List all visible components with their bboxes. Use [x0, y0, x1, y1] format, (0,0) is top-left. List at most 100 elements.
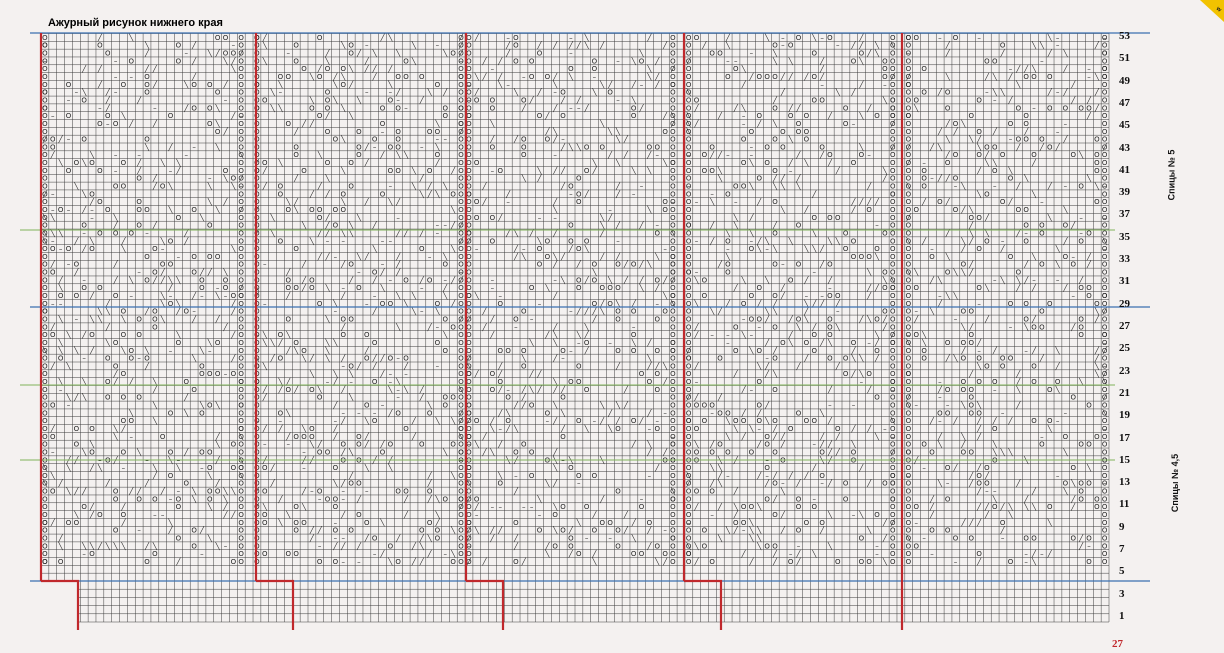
- stitch-symbol: O: [662, 198, 668, 206]
- stitch-symbol: –: [710, 409, 714, 417]
- stitch-symbol: ╲: [1039, 41, 1045, 50]
- stitch-symbol: O: [639, 503, 645, 511]
- stitch-symbol: ╱: [285, 432, 291, 441]
- stitch-symbol: O: [309, 433, 315, 441]
- stitch-symbol: ╲: [960, 401, 966, 410]
- stitch-symbol: O: [976, 128, 982, 136]
- stitch-symbol: O: [490, 386, 496, 394]
- stitch-symbol: O: [906, 495, 912, 503]
- stitch-symbol: ╱: [984, 471, 990, 480]
- stitch-symbol: ╲: [1031, 41, 1037, 50]
- stitch-symbol: –: [302, 448, 306, 456]
- stitch-symbol: ╱: [340, 479, 346, 488]
- stitch-symbol: ╲: [882, 275, 888, 284]
- stitch-symbol: O: [906, 190, 912, 198]
- stitch-symbol: ╱: [497, 440, 503, 449]
- stitch-symbol: –: [710, 190, 714, 198]
- stitch-symbol: –: [1040, 433, 1044, 441]
- stitch-symbol: –: [569, 34, 573, 42]
- stitch-symbol: O: [42, 136, 48, 144]
- stitch-symbol: O: [238, 464, 244, 472]
- stitch-symbol: ╲: [73, 346, 79, 355]
- stitch-symbol: ╱: [599, 416, 605, 425]
- stitch-symbol: O: [42, 362, 48, 370]
- stitch-symbol: ╲: [1031, 502, 1037, 511]
- stitch-symbol: ╲: [960, 182, 966, 191]
- stitch-symbol: –: [726, 339, 730, 347]
- stitch-symbol: ╱: [481, 322, 487, 331]
- stitch-symbol: ╱: [1015, 283, 1021, 292]
- stitch-symbol: –: [726, 57, 730, 65]
- stitch-symbol: ╲: [921, 330, 927, 339]
- stitch-symbol: ╲: [340, 197, 346, 206]
- stitch-symbol: ╱: [976, 557, 982, 566]
- stitch-symbol: O: [144, 81, 150, 89]
- stitch-symbol: O: [521, 96, 527, 104]
- stitch-symbol: ╱: [50, 424, 56, 433]
- stitch-symbol: O: [968, 331, 974, 339]
- stitch-symbol: ╱: [513, 244, 519, 253]
- stitch-symbol: O: [1094, 151, 1100, 159]
- stitch-symbol: O: [50, 488, 56, 496]
- stitch-symbol: ╱: [497, 526, 503, 535]
- stitch-symbol: O: [796, 120, 802, 128]
- stitch-symbol: ╲: [992, 88, 998, 97]
- stitch-symbol: ╲: [215, 142, 221, 151]
- stitch-symbol: ╲: [222, 494, 228, 503]
- stitch-symbol: ╲: [607, 127, 613, 136]
- stitch-symbol: ╲: [81, 541, 87, 550]
- stitch-symbol: –: [90, 214, 94, 222]
- stitch-symbol: O: [458, 347, 464, 355]
- stitch-symbol: O: [348, 315, 354, 323]
- stitch-symbol: O: [191, 253, 197, 261]
- stitch-symbol: O: [42, 511, 48, 519]
- stitch-symbol: ╲: [105, 541, 111, 550]
- stitch-symbol: O: [325, 96, 331, 104]
- stitch-symbol: ╱: [780, 510, 786, 519]
- stitch-symbol: O: [42, 409, 48, 417]
- stitch-symbol: O: [639, 370, 645, 378]
- stitch-symbol: ╲: [521, 354, 527, 363]
- stitch-symbol: O: [231, 292, 237, 300]
- stitch-symbol: –: [742, 315, 746, 323]
- stitch-symbol: ╱: [175, 557, 181, 566]
- stitch-symbol: ╲: [544, 549, 550, 558]
- stitch-symbol: ╲: [952, 268, 958, 277]
- stitch-symbol: O: [670, 183, 676, 191]
- stitch-symbol: O: [654, 425, 660, 433]
- stitch-symbol: ╱: [1000, 49, 1006, 58]
- stitch-symbol: ╲: [646, 260, 652, 269]
- stitch-symbol: ╲: [324, 346, 330, 355]
- stitch-symbol: O: [772, 511, 778, 519]
- stitch-symbol: O: [906, 50, 912, 58]
- stitch-symbol: O: [906, 527, 912, 535]
- stitch-symbol: ╱: [576, 260, 582, 269]
- stitch-symbol: O: [286, 284, 292, 292]
- stitch-symbol: O: [686, 261, 692, 269]
- stitch-symbol: ╱: [780, 72, 786, 81]
- stitch-symbol: ╲: [167, 182, 173, 191]
- stitch-symbol: O: [121, 331, 127, 339]
- stitch-symbol: O: [953, 534, 959, 542]
- stitch-symbol: O: [890, 315, 896, 323]
- stitch-symbol: O: [238, 222, 244, 230]
- stitch-symbol: O: [592, 472, 598, 480]
- stitch-symbol: O: [686, 42, 692, 50]
- stitch-symbol: –: [59, 245, 63, 253]
- stitch-symbol: ╱: [968, 236, 974, 245]
- stitch-symbol: –: [389, 237, 393, 245]
- stitch-symbol: O: [804, 417, 810, 425]
- stitch-symbol: O: [537, 261, 543, 269]
- stitch-symbol: O: [490, 237, 496, 245]
- stitch-symbol: ╱: [152, 221, 158, 230]
- stitch-symbol: ╱: [866, 424, 872, 433]
- stitch-symbol: ╲: [717, 533, 723, 542]
- row-number: 49: [1119, 76, 1130, 87]
- stitch-symbol: ╲: [152, 541, 158, 550]
- stitch-symbol: O: [1086, 402, 1092, 410]
- stitch-symbol: ╱: [364, 158, 370, 167]
- stitch-symbol: ╲: [356, 95, 362, 104]
- stitch-symbol: O: [906, 370, 912, 378]
- stitch-symbol: ╲: [81, 393, 87, 402]
- stitch-symbol: ╲: [450, 205, 456, 214]
